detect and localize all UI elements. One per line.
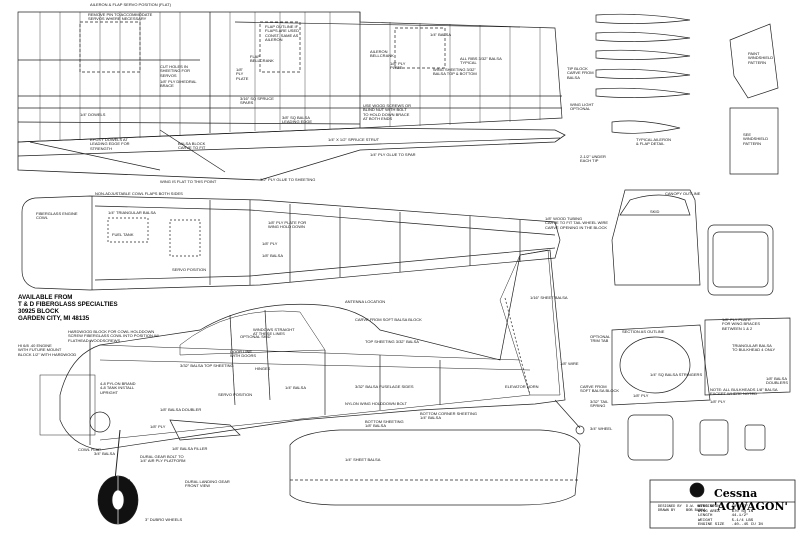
- label-aileron-servo: AILERON & FLAP SERVO POSITION (FLAT): [90, 2, 171, 7]
- label-tail-spring: 3/32" TAIL SPRING: [590, 399, 609, 409]
- label-wing-hold-down: 1/8" PLY PLATE FOR WING HOLD DOWN: [268, 220, 307, 230]
- label-elevator-horn: ELEVATOR HORN: [505, 384, 539, 389]
- landing-gear-front-view: [97, 475, 139, 525]
- label-engine: HI 6/8 .40 ENGINE WITH FUTURE MOUNT BLOC…: [18, 343, 77, 357]
- label-spruce-strut: 1/4" X 1/2" SPRUCE STRUT: [328, 137, 380, 142]
- label-pylon-brand: 4-8 PYLON BRAND 4-8 TANK INSTALL UPRIGHT: [100, 381, 136, 395]
- label-balsa-doublers: 1/8" BALSA DOUBLERS: [766, 376, 789, 386]
- label-wood-tubing: 1/8" WOOD TUBING CARVE TO FIT TAIL WHEEL…: [545, 216, 609, 230]
- canopy-views: [611, 189, 791, 461]
- label-cowl-flap: COWL FLAP: [78, 447, 101, 452]
- label-eighth-ply-2: 1/8" PLY: [710, 399, 726, 404]
- label-section-outline: SECTION AS OUTLINE: [622, 329, 665, 334]
- label-note-bulkheads: NOTE: ALL BULKHEADS 1/8" BALSA EXCEPT WH…: [710, 387, 778, 397]
- label-flap-bellcrank: FLAP BELLCRANK: [250, 54, 274, 64]
- label-balsa-top-sheeting: 3/32" BALSA TOP SHEETING: [180, 363, 234, 368]
- label-hardwood-block: HARDWOOD BLOCK FOR COWL HOLDDOWN SCREW F…: [68, 329, 159, 343]
- label-windows-straight: WINDOWS STRAIGHT AT THESE LINES: [253, 327, 295, 337]
- label-fiberglass-cowl: FIBERGLASS ENGINE COWL: [36, 211, 78, 221]
- label-balsa-doubler: 1/8" BALSA DOUBLER: [160, 407, 202, 412]
- label-bottom-sheeting: BOTTOM SHEETING 1/8" BALSA: [365, 419, 404, 429]
- label-flap-outline: FLAP OUTLINE IF FLAPS ARE USED CONST. SA…: [265, 24, 300, 43]
- label-wing-sheeting: WING SHEETING 3/32" BALSA TOP & BOTTOM: [433, 67, 477, 77]
- label-dihedral-brace: 1/8" PLY DIHEDRAL BRACE: [160, 79, 197, 89]
- wing-plan-view: [17, 11, 566, 181]
- label-eighth-balsa: 1/8" BALSA: [262, 253, 283, 258]
- label-aileron-detail: TYPICAL AILERON & FLAP DETAIL: [636, 137, 671, 147]
- label-optional-skid: OPTIONAL SKID: [240, 334, 271, 339]
- label-carve-soft-balsa: CARVE FROM SOFT BALSA BLOCK: [355, 317, 422, 322]
- label-three-quarter-wheel: 3/4" WHEEL: [590, 426, 613, 431]
- label-landing-gear-front: DURAL LANDING GEAR FRONT VIEW: [185, 479, 230, 489]
- plan-specs: WING SPAN 60-1/2" WING AREA 670 SQ IN LE…: [698, 505, 763, 528]
- label-quarter-balsa: 1/4" BALSA: [430, 32, 451, 37]
- label-door-line: DOOR LINE WITH DOORS: [230, 349, 256, 359]
- label-eighth-ply: 1/8" PLY: [262, 241, 278, 246]
- label-hinges: HINGES: [255, 366, 271, 371]
- label-remove-pin: REMOVE PIN TO ACCOMMODATE SERVOS WHERE N…: [88, 12, 153, 22]
- label-spruce-spars: 3/16" SQ SPRUCE SPARS: [240, 96, 274, 106]
- label-servo-position-top: SERVO POSITION: [172, 267, 207, 272]
- label-triangular-balsa: 1/4" TRIANGULAR BALSA: [108, 210, 156, 215]
- label-stringers: 1/4" SQ BALSA STRINGERS: [650, 372, 703, 377]
- label-trim-tab: OPTIONAL TRIM TAB: [590, 334, 611, 344]
- label-skid: SKID: [650, 209, 660, 214]
- label-balsa-block: BALSA BLOCK CARVE TO FIT: [178, 141, 206, 151]
- label-eighth-wire: 1/8" WIRE: [560, 361, 579, 366]
- label-fuel-tank: FUEL TANK: [112, 232, 134, 237]
- label-canopy-outline: CANOPY OUTLINE: [665, 191, 701, 196]
- label-quarter-balsa-side: 1/4" BALSA: [285, 385, 306, 390]
- label-paint-windshield: PAINT WINDSHIELD PATTERN: [748, 51, 774, 65]
- label-balsa-filler: 1/8" BALSA FILLER: [172, 446, 208, 451]
- label-aileron-bellcrank: AILERON BELLCRANK: [370, 49, 394, 59]
- label-leading-edge: 3/8" SQ BALSA LEADING EDGE: [282, 115, 313, 125]
- label-ply-glue-sheeting: 1/2" PLY GLUE TO SHEETING: [260, 177, 316, 182]
- label-bottom-corner: BOTTOM CORNER SHEETING 1/4" BALSA: [420, 411, 478, 421]
- label-see-windshield: SEE WINDSHIELD PATTERN: [743, 132, 769, 146]
- label-epoxy-dowels: EPOXY DOWELS AT LEADING EDGE FOR STRENGT…: [90, 137, 130, 151]
- label-wing-light: WING LIGHT OPTIONAL: [570, 102, 594, 112]
- label-ply-plate-2: 1/8" PLY PLATE: [390, 61, 406, 71]
- label-dowels: 1/4" DOWELS: [80, 112, 106, 117]
- label-dural-gear: DURAL GEAR BOLT TO 1/4" AIR PLY PLATFORM: [140, 454, 186, 464]
- label-all-ribs: ALL RIBS 3/32" BALSA TYPICAL: [460, 56, 502, 66]
- label-triangular-bulkhead: TRIANGULAR BALSA TO BULKHEAD 4 ONLY: [732, 343, 776, 353]
- label-carve-balsa-tail: CARVE FROM SOFT BALSA BLOCK: [580, 384, 620, 394]
- label-under-tip: 2-1/2" UNDER EACH TIP: [580, 154, 606, 164]
- label-cut-holes: CUT HOLES IN SHEETING FOR SERVOS: [160, 64, 191, 78]
- label-three-quarter-balsa: 3/4" BALSA: [94, 451, 115, 456]
- availability-notice: AVAILABLE FROM T & D FIBERGLASS SPECIALT…: [18, 294, 118, 322]
- label-cowl-flaps: NON-ADJUSTABLE COWL FLAPS BOTH SIDES: [95, 191, 183, 196]
- label-antenna: ANTENNA LOCATION: [345, 299, 386, 304]
- plan-title: Cessna 'AGWAGON': [714, 487, 788, 513]
- label-wing-flat: WING IS FLAT TO THIS POINT: [160, 179, 217, 184]
- label-top-sheeting: TOP SHEETING 3/32" BALSA: [365, 339, 419, 344]
- label-tip-block: TIP BLOCK CARVE FROM BALSA: [567, 66, 594, 80]
- title-block: [649, 479, 796, 529]
- label-eighth-ply-side: 1/8" PLY: [150, 424, 166, 429]
- plan-credits: DESIGNED BY D.W. HEFFRING DRAWN BY BOB B…: [658, 505, 715, 514]
- label-eighth-ply-bulkhead: 1/8" PLY: [633, 393, 649, 398]
- horizontal-stabilizer: [289, 429, 581, 506]
- fuselage-top-view: [21, 195, 561, 291]
- label-sheet-balsa-stab: 1/4" SHEET BALSA: [345, 457, 381, 462]
- label-servo-position-side: SERVO POSITION: [218, 392, 253, 397]
- label-wood-screws: USE WOOD SCREWS OR BLIND NUT WITH BOLT T…: [363, 103, 412, 122]
- label-ply-plate-1: 1/8" PLY PLATE: [236, 67, 249, 81]
- label-fuselage-sides: 3/32" BALSA FUSELAGE SIDES: [355, 384, 414, 389]
- fuselage-side-view: [39, 249, 585, 481]
- label-sheet-balsa-fin: 1/16" SHEET BALSA: [530, 295, 568, 300]
- label-ply-glue-spar: 1/4" PLY GLUE TO SPAR: [370, 152, 416, 157]
- label-nylon-bolt: NYLON WING HOLDDOWN BOLT: [345, 401, 407, 406]
- wing-tip-blocks: [595, 13, 691, 134]
- label-dubro-wheels: 3" DUBRO WHEELS: [145, 517, 183, 522]
- windshield-patterns: [729, 23, 779, 175]
- label-ply-plate-braces: 1/8" PLY PLATE FOR WING BRACES BETWEEN 1…: [722, 317, 761, 331]
